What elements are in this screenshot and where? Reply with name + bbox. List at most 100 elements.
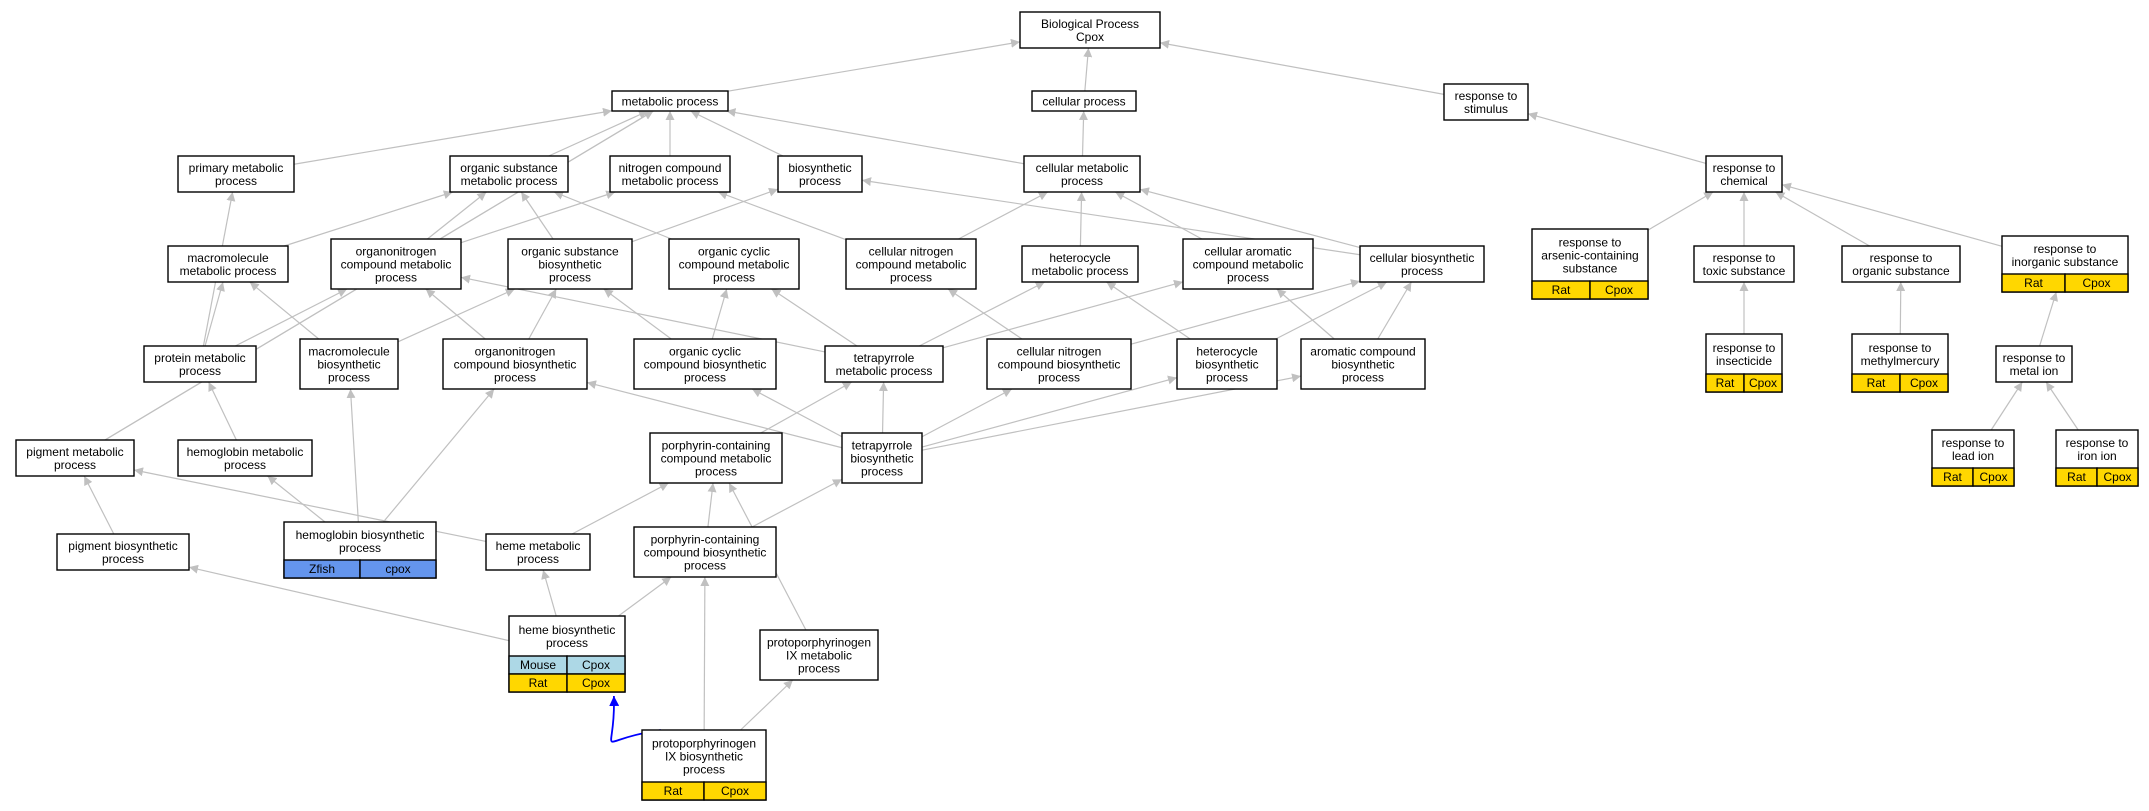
edge	[520, 191, 554, 240]
node-label: metabolic process	[180, 264, 277, 278]
node-box	[1023, 155, 1141, 193]
node-label: process	[54, 458, 96, 472]
species-label: Rat	[664, 784, 683, 798]
node-label: protoporphyrinogen	[652, 737, 756, 751]
species-label: Rat	[1552, 283, 1571, 297]
node-label: organic substance	[521, 245, 619, 259]
species-label: Zfish	[309, 562, 335, 576]
node-label: process	[224, 458, 266, 472]
gene-label: Cpox	[582, 658, 610, 672]
node-label: process	[1342, 371, 1384, 385]
node-label: hemoglobin metabolic	[187, 445, 304, 459]
node-label: process	[102, 552, 144, 566]
edge	[1139, 187, 1361, 249]
highlighted-edge	[609, 695, 661, 743]
node-label: response to	[2034, 242, 2097, 256]
node-label: process	[1206, 371, 1248, 385]
species-label: Rat	[2067, 470, 2086, 484]
go-term-node[interactable]: response toarsenic-containingsubstanceRa…	[1531, 228, 1649, 300]
edge	[571, 482, 669, 535]
node-label: compound metabolic	[661, 452, 772, 466]
node-label: toxic substance	[1703, 264, 1786, 278]
edge	[631, 187, 779, 243]
go-term-node[interactable]: metabolic process	[611, 90, 729, 112]
gene-badge	[359, 559, 437, 579]
go-term-node[interactable]: cellular process	[1031, 90, 1137, 112]
node-box	[330, 238, 462, 290]
node-label: cellular aromatic	[1204, 245, 1291, 259]
node-label: process	[1038, 371, 1080, 385]
gene-label: Cpox	[2082, 276, 2110, 290]
node-label: process	[684, 371, 726, 385]
node-box	[1176, 338, 1278, 390]
edge	[1647, 191, 1714, 231]
node-label: hemoglobin biosynthetic	[296, 528, 425, 542]
node-box	[15, 439, 135, 477]
node-box	[1841, 245, 1961, 283]
edge	[586, 380, 843, 449]
node-label: substance	[1563, 262, 1618, 276]
node-label: response to	[1870, 251, 1933, 265]
gene-badge	[1899, 373, 1949, 393]
gene-label: Cpox	[1979, 470, 2007, 484]
node-label: organonitrogen	[475, 345, 556, 359]
node-box	[1021, 245, 1139, 283]
edge	[188, 564, 510, 642]
edge	[1275, 281, 1388, 340]
node-label: lead ion	[1952, 449, 1994, 463]
node-label: iron ion	[2077, 449, 2116, 463]
node-label: process	[375, 271, 417, 285]
edge	[1990, 381, 2023, 431]
node-label: process	[1061, 174, 1103, 188]
edge	[1527, 111, 1707, 164]
node-box	[668, 238, 800, 290]
node-box	[777, 155, 863, 193]
edge	[740, 679, 794, 731]
node-label: process	[517, 552, 559, 566]
edge	[1276, 288, 1335, 340]
